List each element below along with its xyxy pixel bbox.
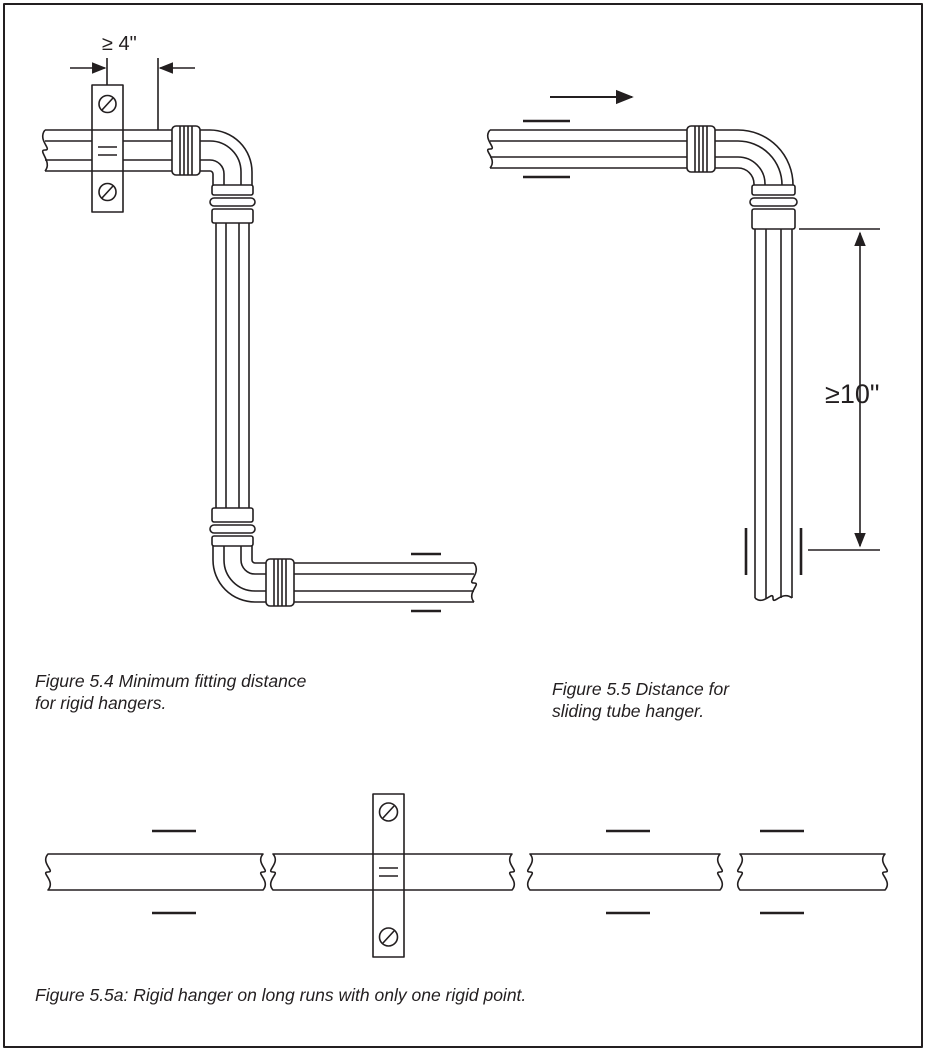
fig-5-5a-drawing xyxy=(44,793,889,958)
fig-5-4-upper-coupling xyxy=(209,184,256,224)
fig-5-5a-pipe-segment xyxy=(44,853,267,891)
fig-5-5-dimension-label: ≥10" xyxy=(825,379,879,409)
page-border xyxy=(3,3,923,1048)
fig-5-5-horizontal-pipe xyxy=(486,129,687,169)
fig-5-5a-rigid-hanger xyxy=(372,793,405,958)
fig-5-4-top-coupling xyxy=(171,125,201,176)
fig-5-5-caption-line-2: sliding tube hanger. xyxy=(552,701,705,721)
fig-5-5-drawing xyxy=(486,89,880,602)
fig-5-4-sliding-hanger xyxy=(411,552,441,613)
fig-5-5-vertical-pipe xyxy=(754,229,793,602)
fig-5-5a-sliding-hangers xyxy=(152,829,804,915)
fig-5-4-caption-line-1: Figure 5.4 Minimum fitting distance xyxy=(35,671,307,691)
hanger-screw-icon xyxy=(98,94,117,114)
hanger-screw-icon xyxy=(98,182,117,202)
fig-5-5-vertical-coupling xyxy=(749,184,798,230)
fig-5-4-rigid-hanger xyxy=(91,84,124,213)
fig-5-4-lower-coupling xyxy=(209,507,256,547)
fig-5-5-sliding-hanger-top xyxy=(523,119,570,179)
fig-5-5a-caption-line-1: Figure 5.5a: Rigid hanger on long runs w… xyxy=(35,985,527,1005)
fig-5-5a-pipe-segment xyxy=(736,853,889,891)
fig-5-4-bottom-pipe xyxy=(294,562,478,603)
fig-5-4-bottom-elbow xyxy=(212,546,266,603)
fig-5-4-caption-line-2: for rigid hangers. xyxy=(35,693,167,713)
fig-5-4-dimension-label: ≥ 4" xyxy=(102,33,137,55)
fig-5-4-caption: Figure 5.4 Minimum fitting distance for … xyxy=(35,670,306,714)
fig-5-5a-pipe-segment xyxy=(269,853,516,891)
fig-5-4-bottom-coupling xyxy=(265,558,295,607)
fig-5-5-caption-line-1: Figure 5.5 Distance for xyxy=(552,679,730,699)
fig-5-5-dimension xyxy=(799,228,880,551)
fig-5-5a-pipe-segment xyxy=(526,853,724,891)
fig-5-5-caption: Figure 5.5 Distance for sliding tube han… xyxy=(552,678,729,722)
hanger-screw-icon xyxy=(378,927,399,947)
fig-5-4-dimension xyxy=(70,58,195,130)
fig-5-5-elbow xyxy=(715,129,794,186)
fig-5-5a-caption: Figure 5.5a: Rigid hanger on long runs w… xyxy=(35,984,526,1006)
hanger-screw-icon xyxy=(378,802,399,822)
fig-5-4-top-elbow xyxy=(200,129,253,185)
fig-5-4-vertical-pipe xyxy=(215,223,250,508)
fig-5-4-drawing xyxy=(41,58,478,613)
fig-5-5-sliding-hanger-side xyxy=(744,528,803,575)
fig-5-5-coupling xyxy=(686,125,716,173)
